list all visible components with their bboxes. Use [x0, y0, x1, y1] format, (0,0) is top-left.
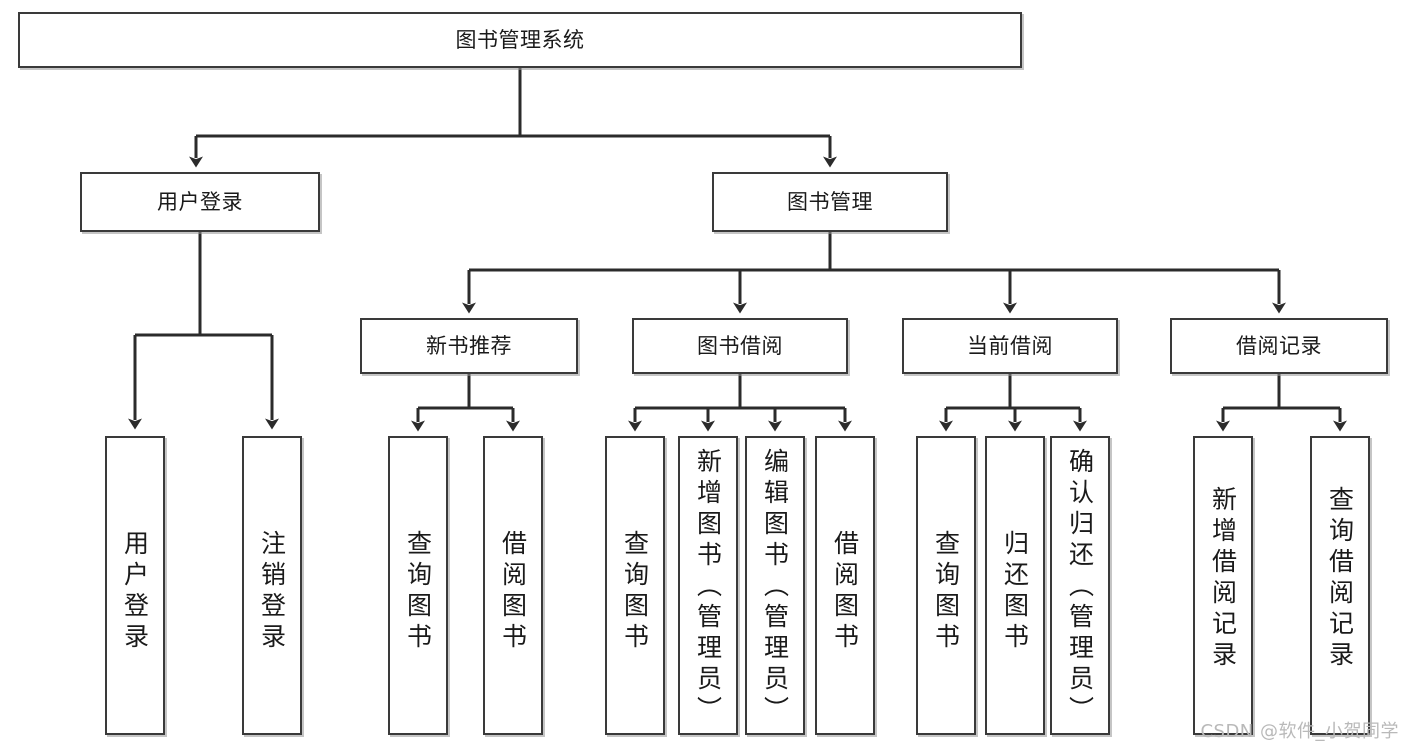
- node-new-book-recommend[interactable]: 新书推荐: [360, 318, 578, 374]
- leaf-query-book-2[interactable]: 查询图书: [605, 436, 665, 735]
- node-root-label: 图书管理系统: [455, 27, 585, 52]
- leaf-logout-login-label: 注销登录: [257, 530, 287, 654]
- leaf-add-borrow-record-label: 新增借阅记录: [1208, 486, 1238, 672]
- leaf-return-book-label: 归还图书: [1000, 530, 1030, 654]
- leaf-query-book-3-label: 查询图书: [931, 530, 961, 654]
- leaf-user-login-label: 用户登录: [120, 530, 150, 654]
- leaf-query-book-2-label: 查询图书: [620, 530, 650, 654]
- node-user-login-label: 用户登录: [157, 189, 243, 214]
- leaf-edit-book-admin-label: 编辑图书（管理员）: [760, 448, 790, 727]
- leaf-return-book[interactable]: 归还图书: [985, 436, 1045, 735]
- node-current-borrow-label: 当前借阅: [967, 333, 1053, 358]
- leaf-add-borrow-record[interactable]: 新增借阅记录: [1193, 436, 1253, 735]
- node-borrow-record[interactable]: 借阅记录: [1170, 318, 1388, 374]
- leaf-borrow-book-2-label: 借阅图书: [830, 530, 860, 654]
- node-root[interactable]: 图书管理系统: [18, 12, 1022, 68]
- leaf-edit-book-admin[interactable]: 编辑图书（管理员）: [745, 436, 805, 735]
- leaf-add-book-admin-label: 新增图书（管理员）: [693, 448, 723, 727]
- leaf-confirm-return-admin[interactable]: 确认归还（管理员）: [1050, 436, 1110, 735]
- node-book-manage-label: 图书管理: [787, 189, 873, 214]
- node-book-borrow-label: 图书借阅: [697, 333, 783, 358]
- node-book-borrow[interactable]: 图书借阅: [632, 318, 848, 374]
- watermark-text: CSDN @软件_小贺同学: [1200, 721, 1399, 742]
- leaf-borrow-book-1-label: 借阅图书: [498, 530, 528, 654]
- node-current-borrow[interactable]: 当前借阅: [902, 318, 1118, 374]
- leaf-logout-login[interactable]: 注销登录: [242, 436, 302, 735]
- node-new-book-recommend-label: 新书推荐: [426, 333, 512, 358]
- leaf-query-borrow-record-label: 查询借阅记录: [1325, 486, 1355, 672]
- node-user-login[interactable]: 用户登录: [80, 172, 320, 232]
- leaf-query-book-3[interactable]: 查询图书: [916, 436, 976, 735]
- leaf-confirm-return-admin-label: 确认归还（管理员）: [1065, 448, 1095, 727]
- leaf-query-book-1[interactable]: 查询图书: [388, 436, 448, 735]
- leaf-user-login[interactable]: 用户登录: [105, 436, 165, 735]
- leaf-query-book-1-label: 查询图书: [403, 530, 433, 654]
- leaf-borrow-book-2[interactable]: 借阅图书: [815, 436, 875, 735]
- leaf-query-borrow-record[interactable]: 查询借阅记录: [1310, 436, 1370, 735]
- node-borrow-record-label: 借阅记录: [1236, 333, 1322, 358]
- leaf-add-book-admin[interactable]: 新增图书（管理员）: [678, 436, 738, 735]
- node-book-manage[interactable]: 图书管理: [712, 172, 948, 232]
- leaf-borrow-book-1[interactable]: 借阅图书: [483, 436, 543, 735]
